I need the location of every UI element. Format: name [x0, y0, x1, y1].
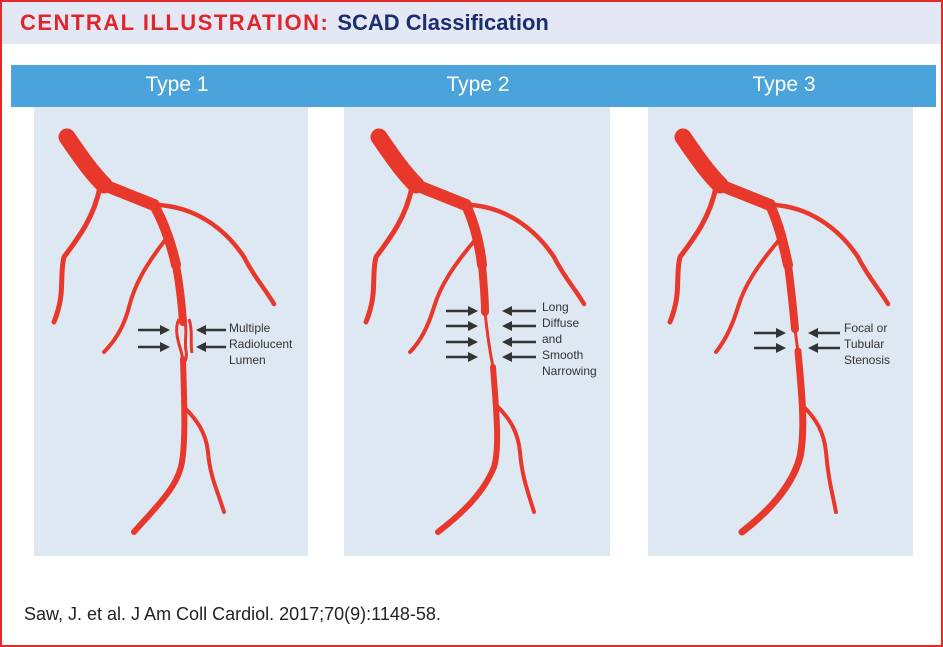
type-2-artery-diagram: [363, 128, 587, 535]
arrow-right-icon: [468, 321, 478, 331]
arrow-left-icon: [808, 343, 818, 353]
arrow-right-icon: [160, 342, 170, 352]
caption-line: Long: [542, 300, 569, 314]
caption-line: Radiolucent: [229, 337, 293, 351]
caption-line: Smooth: [542, 348, 584, 362]
type-1-panel: Multiple Radiolucent Lumen: [34, 107, 308, 556]
type-3-panel: Focal or Tubular Stenosis: [648, 107, 913, 556]
arrow-left-icon: [502, 352, 512, 362]
arrow-right-icon: [468, 306, 478, 316]
arrow-left-icon: [502, 337, 512, 347]
caption-line: Stenosis: [844, 353, 891, 367]
artery-tree: [667, 128, 891, 536]
caption-line: Lumen: [229, 353, 266, 367]
arrow-group: [754, 328, 840, 353]
arrow-right-icon: [776, 328, 786, 338]
arrow-left-icon: [502, 321, 512, 331]
type-header-bar: Type 1 Type 2 Type 3: [11, 65, 936, 107]
title-main: CENTRAL ILLUSTRATION:: [20, 10, 330, 35]
arrow-left-icon: [502, 306, 512, 316]
artery-tree: [51, 128, 277, 535]
title-sub: SCAD Classification: [337, 10, 549, 35]
artery-tree: [363, 128, 587, 535]
arrow-right-icon: [468, 337, 478, 347]
type-3-label: Type 3: [752, 73, 816, 96]
arrow-left-icon: [808, 328, 818, 338]
caption-line: Diffuse: [542, 316, 580, 330]
type-3-artery-diagram: [667, 128, 891, 536]
arrow-group: [446, 306, 536, 362]
caption-line: Multiple: [229, 321, 271, 335]
citation: Saw, J. et al. J Am Coll Cardiol. 2017;7…: [24, 604, 441, 624]
arrow-right-icon: [160, 325, 170, 335]
type-2-label: Type 2: [446, 73, 510, 96]
type-2-caption: Long Diffuse and Smooth Narrowing: [542, 299, 597, 379]
type-1-artery-diagram: [51, 128, 277, 535]
caption-line: Tubular: [844, 337, 885, 351]
type-2-panel: Long Diffuse and Smooth Narrowing: [344, 107, 610, 556]
caption-line: Narrowing: [542, 364, 597, 378]
caption-line: and: [542, 332, 563, 346]
arrow-right-icon: [776, 343, 786, 353]
title-bar: CENTRAL ILLUSTRATION: SCAD Classification: [2, 2, 941, 44]
arrow-left-icon: [196, 342, 206, 352]
arrow-left-icon: [196, 325, 206, 335]
illustration-title: CENTRAL ILLUSTRATION: SCAD Classification: [20, 10, 549, 36]
dissection-segment: [175, 318, 194, 364]
arrow-right-icon: [468, 352, 478, 362]
type-3-caption: Focal or Tubular Stenosis: [844, 320, 890, 368]
caption-line: Focal or: [844, 321, 888, 335]
arrow-group: [138, 325, 226, 352]
type-1-label: Type 1: [145, 73, 209, 96]
type-1-caption: Multiple Radiolucent Lumen: [229, 320, 292, 368]
